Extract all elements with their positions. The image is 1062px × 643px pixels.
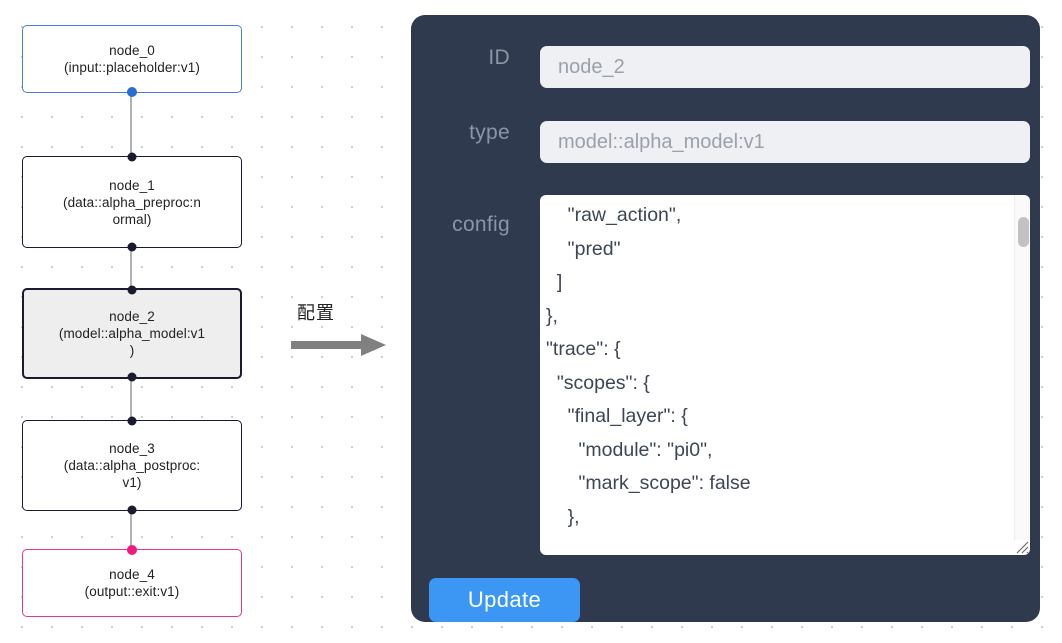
graph-node-node_0-title: node_0 bbox=[109, 43, 155, 58]
id-field-label: ID bbox=[488, 46, 510, 69]
graph-node-node_0[interactable]: node_0 (input::placeholder:v1) bbox=[22, 25, 242, 97]
graph-node-node_2-subtitle-cont: ) bbox=[129, 343, 135, 358]
config-textarea-scrollbar-thumb[interactable] bbox=[1018, 217, 1029, 247]
graph-edge-node1-node2 bbox=[130, 248, 132, 288]
config-textarea-wrapper[interactable] bbox=[540, 195, 1030, 555]
graph-node-node_1[interactable]: node_1 (data::alpha_preproc:n ormal) bbox=[22, 152, 242, 252]
graph-node-node_1-target-handle[interactable] bbox=[127, 152, 137, 162]
graph-node-node_3-subtitle-cont: v1) bbox=[122, 475, 142, 490]
graph-node-node_2-subtitle: (model::alpha_model:v1 bbox=[58, 326, 206, 341]
type-input[interactable] bbox=[540, 121, 1030, 163]
field-row-config: config bbox=[411, 195, 1040, 555]
graph-node-node_0-subtitle: (input::placeholder:v1) bbox=[64, 60, 200, 75]
graph-node-node_3-title: node_3 bbox=[109, 441, 155, 456]
config-field-label: config bbox=[452, 213, 510, 236]
graph-node-node_1-source-handle[interactable] bbox=[127, 242, 137, 252]
graph-node-node_0-source-handle[interactable] bbox=[127, 87, 137, 97]
graph-node-node_3-subtitle: (data::alpha_postproc: bbox=[63, 458, 201, 473]
graph-edge-node3-node4 bbox=[130, 511, 132, 549]
type-field-label: type bbox=[469, 121, 510, 144]
graph-node-node_3-source-handle[interactable] bbox=[127, 505, 137, 515]
field-row-type: type bbox=[411, 121, 1040, 163]
graph-edge-node0-node1 bbox=[130, 92, 132, 156]
graph-node-node_2-source-handle[interactable] bbox=[127, 372, 137, 382]
update-button[interactable]: Update bbox=[429, 578, 580, 622]
flow-arrow-icon bbox=[291, 334, 386, 356]
graph-node-node_2-title: node_2 bbox=[109, 309, 155, 324]
field-row-id: ID bbox=[411, 46, 1040, 88]
graph-node-node_2[interactable]: node_2 (model::alpha_model:v1 ) bbox=[22, 285, 242, 382]
config-textarea-scrollbar[interactable] bbox=[1014, 195, 1030, 540]
graph-node-node_1-title: node_1 bbox=[109, 177, 155, 193]
graph-node-node_1-subtitle-cont: ormal) bbox=[112, 211, 152, 227]
graph-edge-node2-node3 bbox=[130, 379, 132, 420]
graph-node-node_4-target-handle[interactable] bbox=[127, 545, 137, 555]
graph-node-node_4-subtitle: (output::exit:v1) bbox=[84, 584, 180, 599]
node-config-panel: ID type config Update bbox=[411, 15, 1040, 622]
graph-node-node_3[interactable]: node_3 (data::alpha_postproc: v1) bbox=[22, 416, 242, 515]
resize-handle-icon[interactable] bbox=[1013, 538, 1029, 554]
graph-node-node_3-target-handle[interactable] bbox=[127, 416, 137, 426]
graph-node-node_1-subtitle: (data::alpha_preproc:n bbox=[62, 194, 202, 210]
graph-node-node_4-title: node_4 bbox=[109, 567, 155, 582]
graph-node-node_4[interactable]: node_4 (output::exit:v1) bbox=[22, 545, 242, 617]
flow-caption: 配置 bbox=[297, 303, 335, 324]
config-textarea[interactable] bbox=[540, 195, 1014, 540]
graph-node-node_2-target-handle[interactable] bbox=[127, 285, 137, 295]
id-input[interactable] bbox=[540, 46, 1030, 88]
